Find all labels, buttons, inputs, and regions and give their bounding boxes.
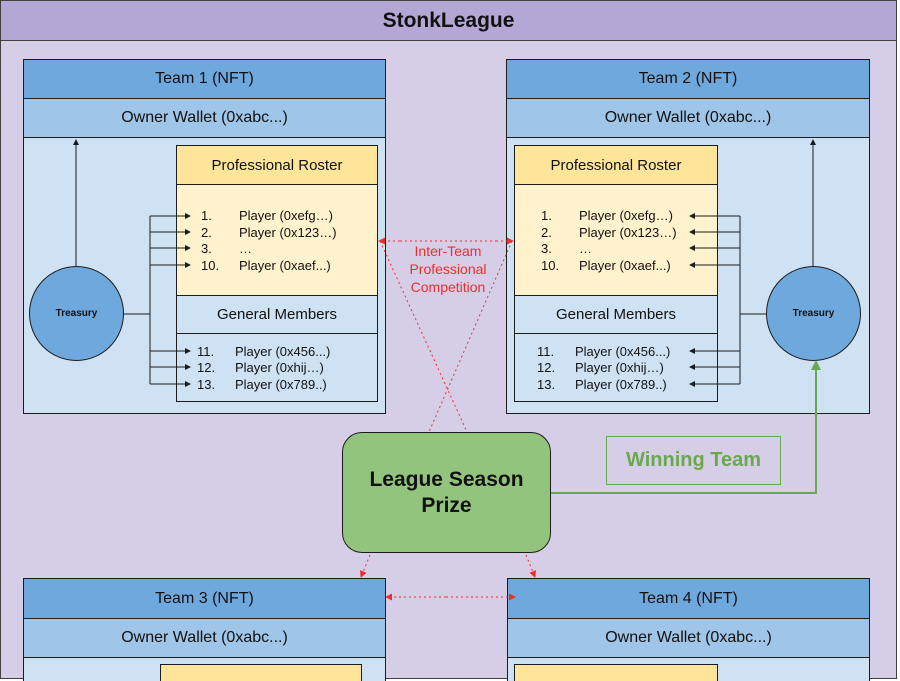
team-3-owner-wallet: Owner Wallet (0xabc...)	[23, 618, 386, 658]
team-1-members-header: General Members	[176, 295, 378, 334]
team-3-roster-header	[160, 664, 362, 681]
team-1-roster-list: 1.Player (0xefg…) 2.Player (0x123…) 3.… …	[176, 184, 378, 296]
team-2-header: Team 2 (NFT)	[506, 59, 870, 99]
league-title: StonkLeague	[1, 1, 896, 41]
prize-label: League Season Prize	[369, 467, 524, 517]
team-4-roster-header	[514, 664, 718, 681]
team-1-roster-header: Professional Roster	[176, 145, 378, 185]
team-4-header: Team 4 (NFT)	[507, 578, 870, 619]
team-2-owner-wallet: Owner Wallet (0xabc...)	[506, 98, 870, 138]
team-2-treasury: Treasury	[766, 266, 861, 361]
team-1-owner-wallet: Owner Wallet (0xabc...)	[23, 98, 386, 138]
team-2-members-header: General Members	[514, 295, 718, 334]
team-4-owner-wallet: Owner Wallet (0xabc...)	[507, 618, 870, 658]
team-2-roster-header: Professional Roster	[514, 145, 718, 185]
team-2-roster-list: 1.Player (0xefg…) 2.Player (0x123…) 3.… …	[514, 184, 718, 296]
team-1-header: Team 1 (NFT)	[23, 59, 386, 99]
team-1-members-list: 11.Player (0x456...) 12.Player (0xhij…) …	[176, 333, 378, 402]
competition-label: Inter-Team Professional Competition	[409, 243, 487, 295]
team-3-header: Team 3 (NFT)	[23, 578, 386, 619]
league-season-prize: League Season Prize	[342, 432, 551, 553]
winning-team-label: Winning Team	[606, 436, 781, 485]
team-1-treasury: Treasury	[29, 266, 124, 361]
team-2-members-list: 11.Player (0x456...) 12.Player (0xhij…) …	[514, 333, 718, 402]
